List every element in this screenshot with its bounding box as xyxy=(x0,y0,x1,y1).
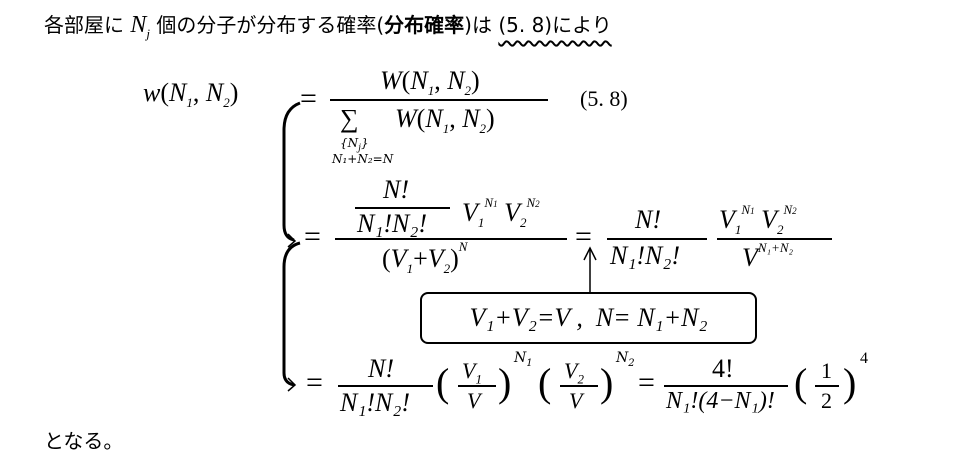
equals-4: = xyxy=(306,366,323,399)
equals-5: = xyxy=(638,366,655,399)
fraction-bar xyxy=(717,238,832,240)
sum-subscript-2: N₁+N₂=N xyxy=(332,152,394,166)
paren-close: ) xyxy=(498,360,512,405)
numerator-4fact: 4! xyxy=(712,354,734,383)
denominator-4fact: N₁!(4−N₁)! xyxy=(666,388,775,414)
sum-subscript-1: {Nj} xyxy=(340,136,369,154)
V1: V1 xyxy=(462,358,482,387)
half-numerator: 1 xyxy=(821,358,832,383)
var-subscript: j xyxy=(146,25,150,41)
numerator-Nfact: N! xyxy=(635,205,661,234)
inner-denominator: N₁!N₂! xyxy=(357,209,428,238)
V2: V2 xyxy=(564,358,584,387)
equals-3: = xyxy=(575,220,592,253)
V-den: V xyxy=(569,388,583,413)
equals-1: = xyxy=(300,82,317,115)
V-powers-2: V1N1 V2N2 xyxy=(719,202,797,238)
exponent-4: 4 xyxy=(860,350,868,367)
var-Nj: Nj xyxy=(130,12,150,41)
var-N: N xyxy=(130,12,147,38)
paren-open: ( xyxy=(794,360,808,405)
exponent-N2: N2 xyxy=(616,350,635,369)
denominator-N1N2fact: N₁!N₂! xyxy=(610,241,681,270)
exponent-N1: N1 xyxy=(514,350,533,369)
bold-term: 分布確率 xyxy=(384,13,465,37)
denominator-N1N2fact: N₁!N₂! xyxy=(340,388,411,417)
substitution-box: V₁+V₂=V , N= N₁+N₂ xyxy=(420,292,757,344)
V-den: V xyxy=(467,388,481,413)
paren-close: ) xyxy=(843,360,857,405)
numerator-W: W(N1, N2) xyxy=(380,66,480,99)
paren-open: ( xyxy=(538,360,552,405)
denominator-W: W(N1, N2) xyxy=(395,104,495,137)
intro-text: )は xyxy=(464,13,492,37)
inner-numerator: N! xyxy=(383,175,409,204)
fraction-bar xyxy=(330,99,548,101)
V-total-power: VN₁+N₂ xyxy=(742,240,794,272)
intro-text: 各部屋に xyxy=(44,13,124,37)
equation-reference: (5. 8)により xyxy=(498,13,612,37)
box-text-right: N= N₁+N₂ xyxy=(595,303,708,332)
V-powers-1: V1N1 V2N2 xyxy=(462,195,540,231)
paren-open: ( xyxy=(436,360,450,405)
box-text-left: V₁+V₂=V , xyxy=(469,303,583,332)
denominator-V-sum: (V1+V2)N xyxy=(382,239,468,277)
fraction-bar xyxy=(338,385,433,387)
fraction-bar xyxy=(458,385,496,387)
half-denominator: 2 xyxy=(821,388,832,413)
fraction-bar xyxy=(815,385,839,387)
lhs-w: w(N1, N2) xyxy=(143,78,239,111)
bracket-arrows-icon xyxy=(282,101,301,392)
fraction-bar xyxy=(560,385,598,387)
fraction-bar xyxy=(607,238,707,240)
paren-close: ) xyxy=(600,360,614,405)
intro-text: 個の分子が分布する確率( xyxy=(156,13,385,37)
equals-2: = xyxy=(304,220,321,253)
arrow-up-icon xyxy=(583,246,597,292)
intro-sentence: 各部屋に Nj 個の分子が分布する確率(分布確率)は (5. 8)により xyxy=(44,12,612,40)
numerator-Nfact: N! xyxy=(368,354,394,383)
sum-symbol: ∑ xyxy=(340,104,359,133)
fraction-bar xyxy=(335,238,567,240)
equation-number: (5. 8) xyxy=(580,86,628,111)
fraction-bar xyxy=(664,385,788,387)
inner-fraction-bar xyxy=(355,207,450,209)
outro-text: となる。 xyxy=(44,429,124,453)
